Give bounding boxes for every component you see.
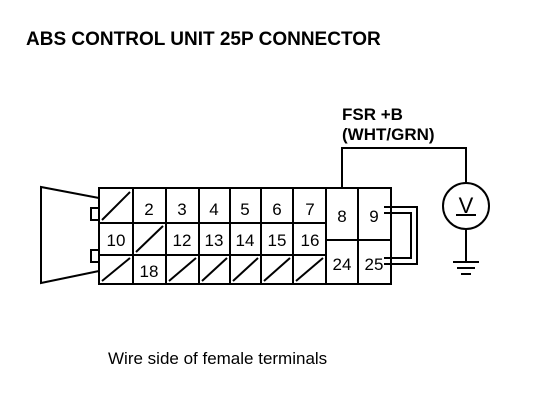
pin-15: 15 <box>268 231 287 250</box>
empty-cavity-marks <box>101 191 324 282</box>
pin-6: 6 <box>272 200 281 219</box>
pin-24: 24 <box>333 255 352 274</box>
pin-13: 13 <box>205 231 224 250</box>
diagram-title: ABS CONTROL UNIT 25P CONNECTOR <box>26 29 381 50</box>
pin-10: 10 <box>107 231 126 250</box>
pin-18: 18 <box>140 262 159 281</box>
pin-7: 7 <box>305 200 314 219</box>
pin-4: 4 <box>209 200 218 219</box>
ground-icon <box>453 261 479 275</box>
connector-body <box>98 187 392 285</box>
pin-12: 12 <box>173 231 192 250</box>
voltmeter-icon: V <box>442 182 490 230</box>
diagram-caption: Wire side of female terminals <box>108 349 327 368</box>
wire-color-label: (WHT/GRN) <box>342 125 435 144</box>
pin-2: 2 <box>144 200 153 219</box>
pin-14: 14 <box>236 231 255 250</box>
connector-plug <box>40 185 100 285</box>
probe-wire <box>341 147 467 262</box>
fsr-label: FSR +B <box>342 105 403 124</box>
pin-9: 9 <box>369 207 378 226</box>
pin-numbers: 2 3 4 5 6 7 8 9 10 12 13 14 15 16 18 24 … <box>107 200 384 281</box>
pin-3: 3 <box>177 200 186 219</box>
pin-8: 8 <box>337 207 346 226</box>
pin-25: 25 <box>365 255 384 274</box>
pin-16: 16 <box>301 231 320 250</box>
voltmeter-symbol: V <box>459 193 474 218</box>
jumper-wire <box>384 206 418 265</box>
pin-5: 5 <box>240 200 249 219</box>
